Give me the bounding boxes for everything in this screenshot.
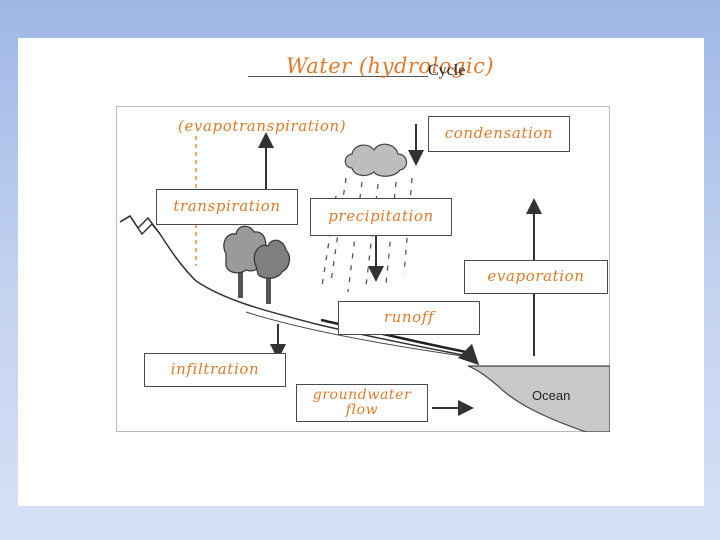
ground-slope — [119, 214, 479, 365]
diagram-title: Water (hydrologic) Cycle — [248, 50, 494, 90]
label-groundwater-flow: groundwater flow — [296, 384, 428, 422]
tree-right — [253, 239, 291, 304]
label-evapotranspiration: (evapotranspiration) — [178, 117, 347, 135]
title-handwritten: Water (hydrologic) — [286, 54, 495, 78]
label-runoff: runoff — [338, 301, 480, 335]
label-ocean: Ocean — [532, 388, 571, 403]
label-condensation: condensation — [428, 116, 570, 152]
title-blank-line — [248, 76, 428, 77]
subsurface-line — [245, 311, 463, 357]
mountain-peaks — [119, 214, 161, 235]
rain-cloud — [344, 143, 408, 177]
ocean-water — [467, 365, 610, 432]
label-transpiration: transpiration — [156, 189, 298, 225]
title-printed: Cycle — [428, 62, 466, 79]
label-infiltration: infiltration — [144, 353, 286, 387]
label-precipitation: precipitation — [310, 198, 452, 236]
label-evaporation: evaporation — [464, 260, 608, 294]
water-cycle-illustration — [119, 124, 610, 432]
